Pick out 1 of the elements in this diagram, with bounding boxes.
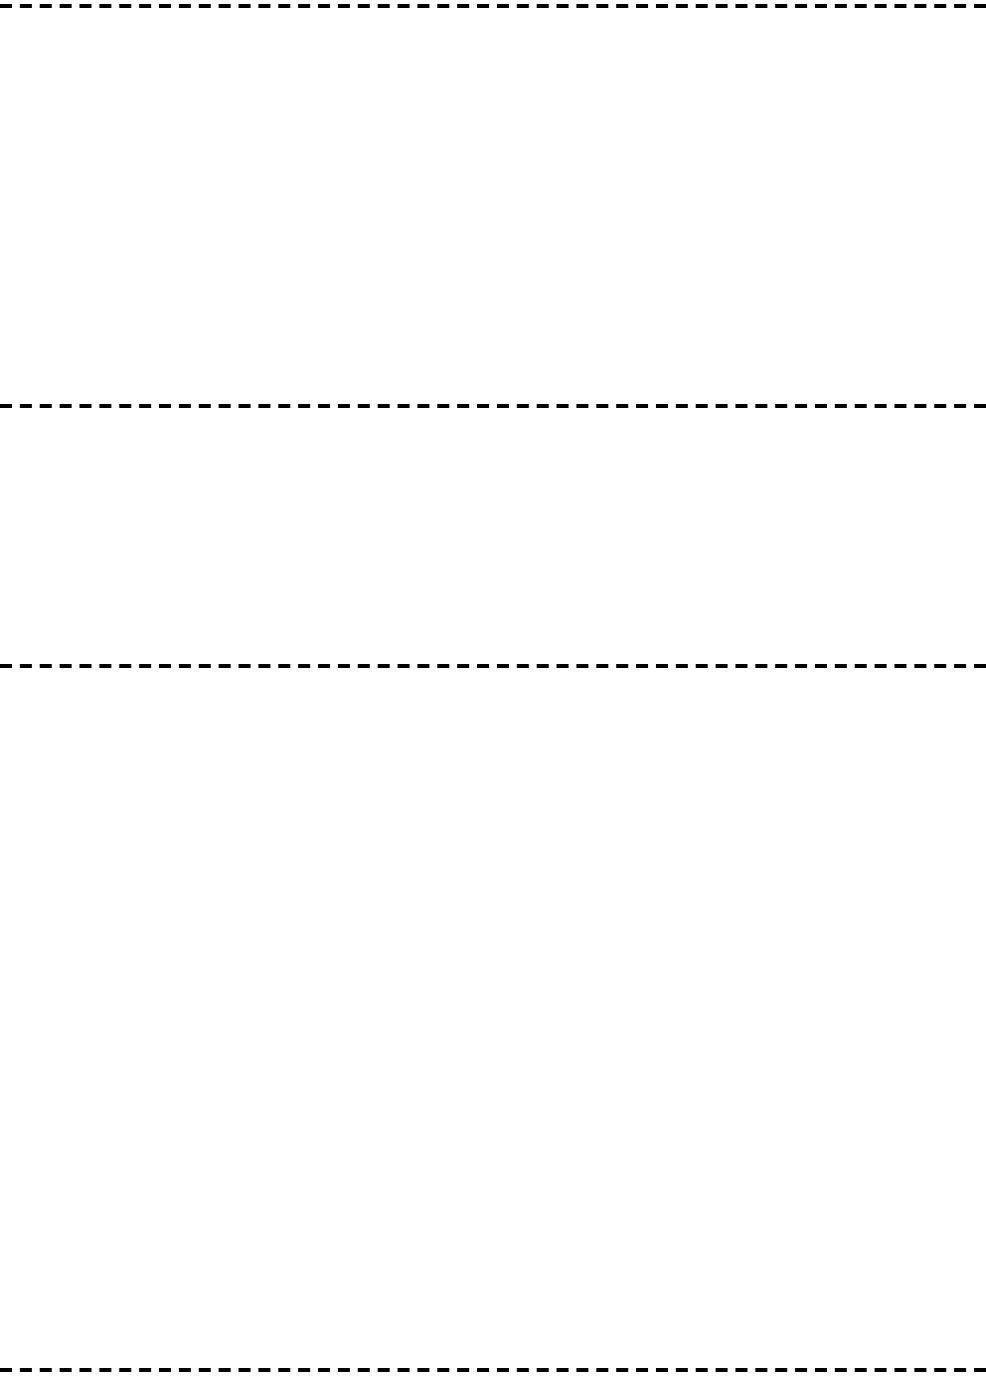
section-band	[0, 664, 986, 1372]
